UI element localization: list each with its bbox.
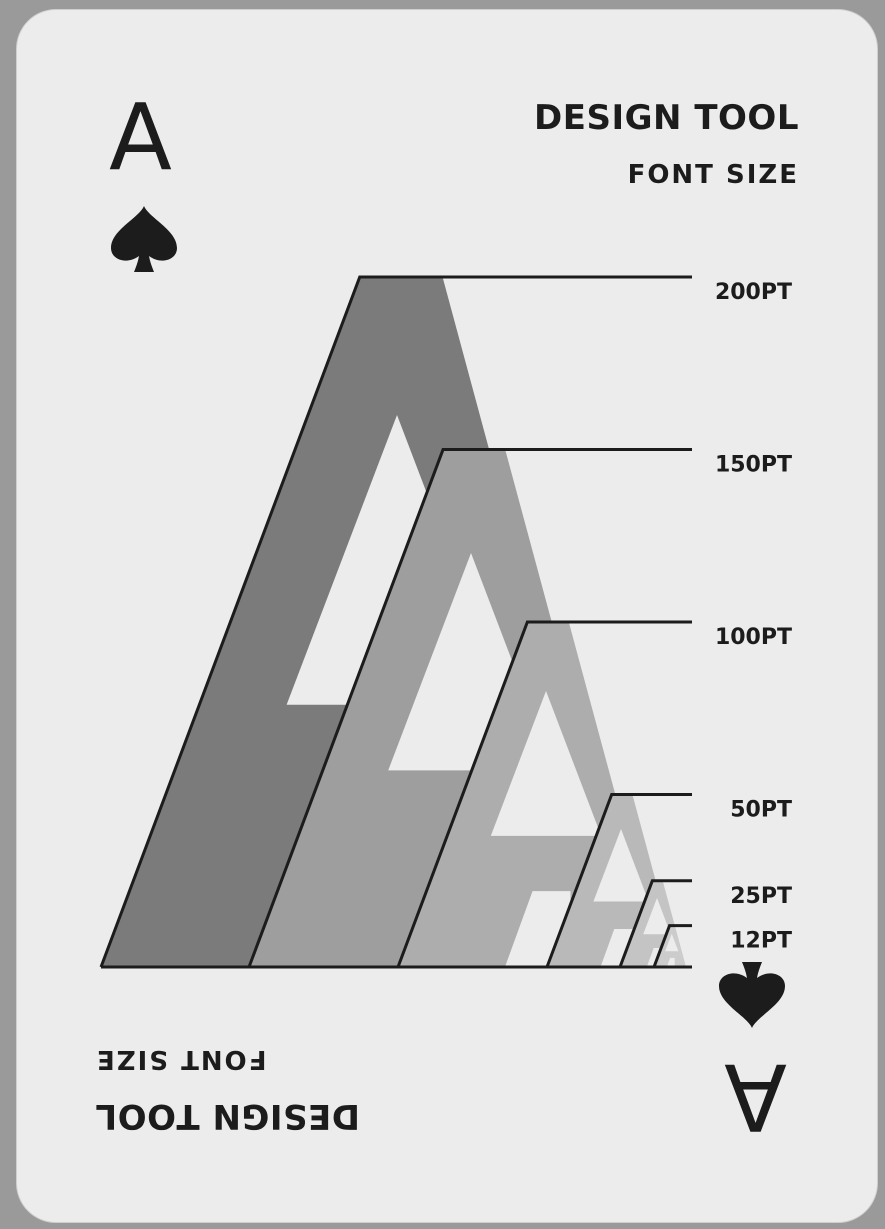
letter-a-foot-gap	[666, 957, 675, 967]
letter-a-counter	[490, 691, 602, 836]
letter-a-12pt: 12PT	[652, 924, 792, 968]
card-title: DESIGN TOOL	[534, 98, 799, 138]
letter-a-counter	[665, 933, 679, 952]
size-label: 50PT	[730, 798, 792, 823]
size-guideline	[618, 879, 692, 968]
size-guideline	[652, 924, 692, 968]
spade-icon	[111, 206, 177, 272]
playing-card: A DESIGN TOOL FONT SIZE 200PT 150PT 100PT 5…	[16, 9, 878, 1223]
size-label: 150PT	[715, 453, 792, 478]
size-label: 200PT	[715, 280, 792, 305]
size-guideline	[396, 620, 692, 968]
font-size-diagram: 200PT 150PT 100PT 50PT 25PT 12PT	[99, 275, 792, 969]
size-guideline	[247, 448, 692, 968]
size-label: 25PT	[730, 884, 792, 909]
size-guideline	[545, 793, 692, 968]
card-subtitle: FONT SIZE	[627, 160, 799, 190]
size-label: 12PT	[730, 929, 792, 954]
letter-a-counter	[593, 829, 649, 902]
size-label: 100PT	[715, 625, 792, 650]
letter-a-counter	[643, 898, 671, 935]
size-guideline	[99, 275, 692, 968]
card-rank: A	[109, 84, 172, 191]
